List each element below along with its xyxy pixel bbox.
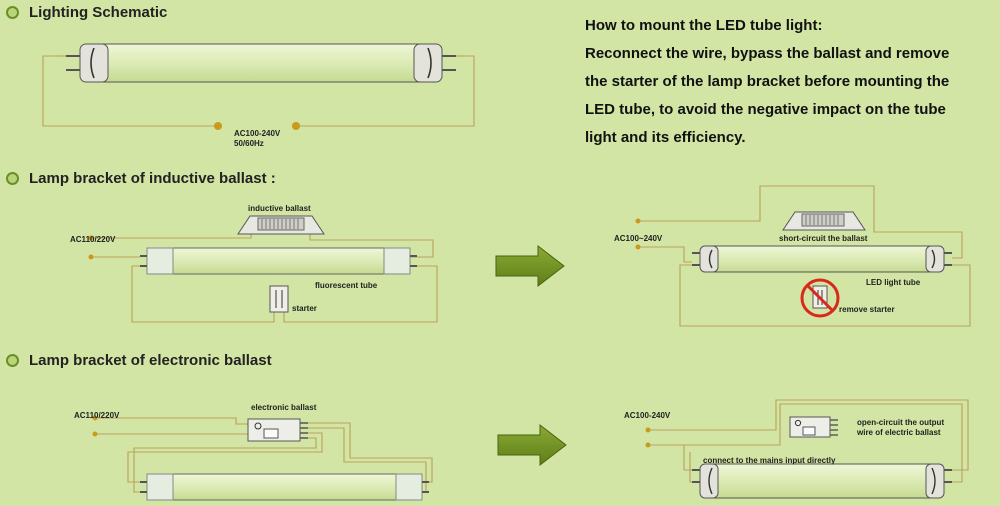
tube — [146, 247, 411, 275]
prohibited-icon — [800, 278, 840, 318]
right-arrow-icon — [495, 244, 565, 288]
tube-end-cap — [413, 43, 443, 83]
led-tube-label: LED light tube — [866, 278, 921, 287]
led-tube — [699, 463, 945, 499]
led-inductive-diagram — [635, 185, 971, 327]
inductive-diagram — [88, 215, 438, 323]
tube-end-cap — [79, 43, 109, 83]
remove-starter-label: remove starter — [839, 305, 895, 314]
right-arrow-icon — [497, 423, 567, 467]
short-circuit-label: short-circuit the ballast — [779, 234, 868, 243]
open-circuit-note-line2: wire of electric ballast — [857, 428, 941, 437]
open-circuit-note-line1: open-circuit the output — [857, 418, 945, 427]
tube — [79, 43, 443, 83]
led-electronic-diagram — [645, 399, 969, 499]
ballast-icon — [789, 416, 831, 438]
schematic-diagram — [42, 43, 475, 130]
electronic-ballast-label: electronic ballast — [251, 403, 317, 412]
bullet-icon — [6, 172, 19, 185]
ballast-icon — [237, 215, 325, 235]
schematic-title-text: Lighting Schematic — [29, 4, 168, 21]
terminal-dot — [214, 122, 222, 130]
terminal-dot — [292, 122, 300, 130]
electronic-title: Lamp bracket of electronic ballast — [6, 352, 272, 369]
instructions-line: Reconnect the wire, bypass the ballast a… — [585, 45, 950, 62]
electronic-diagram — [92, 415, 433, 501]
inductive-ballast-label: inductive ballast — [248, 204, 311, 213]
instructions-line: the starter of the lamp bracket before m… — [585, 73, 950, 90]
starter-label: starter — [292, 304, 317, 313]
inductive-title-text: Lamp bracket of inductive ballast : — [29, 170, 276, 187]
ballast-icon — [782, 211, 866, 231]
led-tube — [699, 245, 945, 273]
electronic-title-text: Lamp bracket of electronic ballast — [29, 352, 272, 369]
schematic-freq-label: 50/60Hz — [234, 139, 264, 148]
led-electronic-supply-label: AC100-240V — [624, 411, 671, 420]
schematic-supply-label: AC100-240V — [234, 129, 281, 138]
inductive-supply-label: AC110/220V — [70, 235, 116, 244]
electronic-supply-label: AC110/220V — [74, 411, 120, 420]
bullet-icon — [6, 6, 19, 19]
connect-mains-label: connect to the mains input directly — [703, 456, 836, 465]
tube — [146, 473, 423, 501]
schematic-title: Lighting Schematic — [6, 4, 167, 21]
starter-icon — [269, 285, 289, 313]
fluorescent-tube-label: fluorescent tube — [315, 281, 378, 290]
bullet-icon — [6, 354, 19, 367]
inductive-title: Lamp bracket of inductive ballast : — [6, 170, 276, 187]
instructions-heading: How to mount the LED tube light: — [585, 17, 823, 34]
instructions-line: light and its efficiency. — [585, 129, 746, 146]
instructions-line: LED tube, to avoid the negative impact o… — [585, 101, 946, 118]
mounting-instructions: How to mount the LED tube light: Reconne… — [585, 12, 997, 152]
led-inductive-supply-label: AC100~240V — [614, 234, 663, 243]
ballast-icon — [247, 418, 301, 442]
